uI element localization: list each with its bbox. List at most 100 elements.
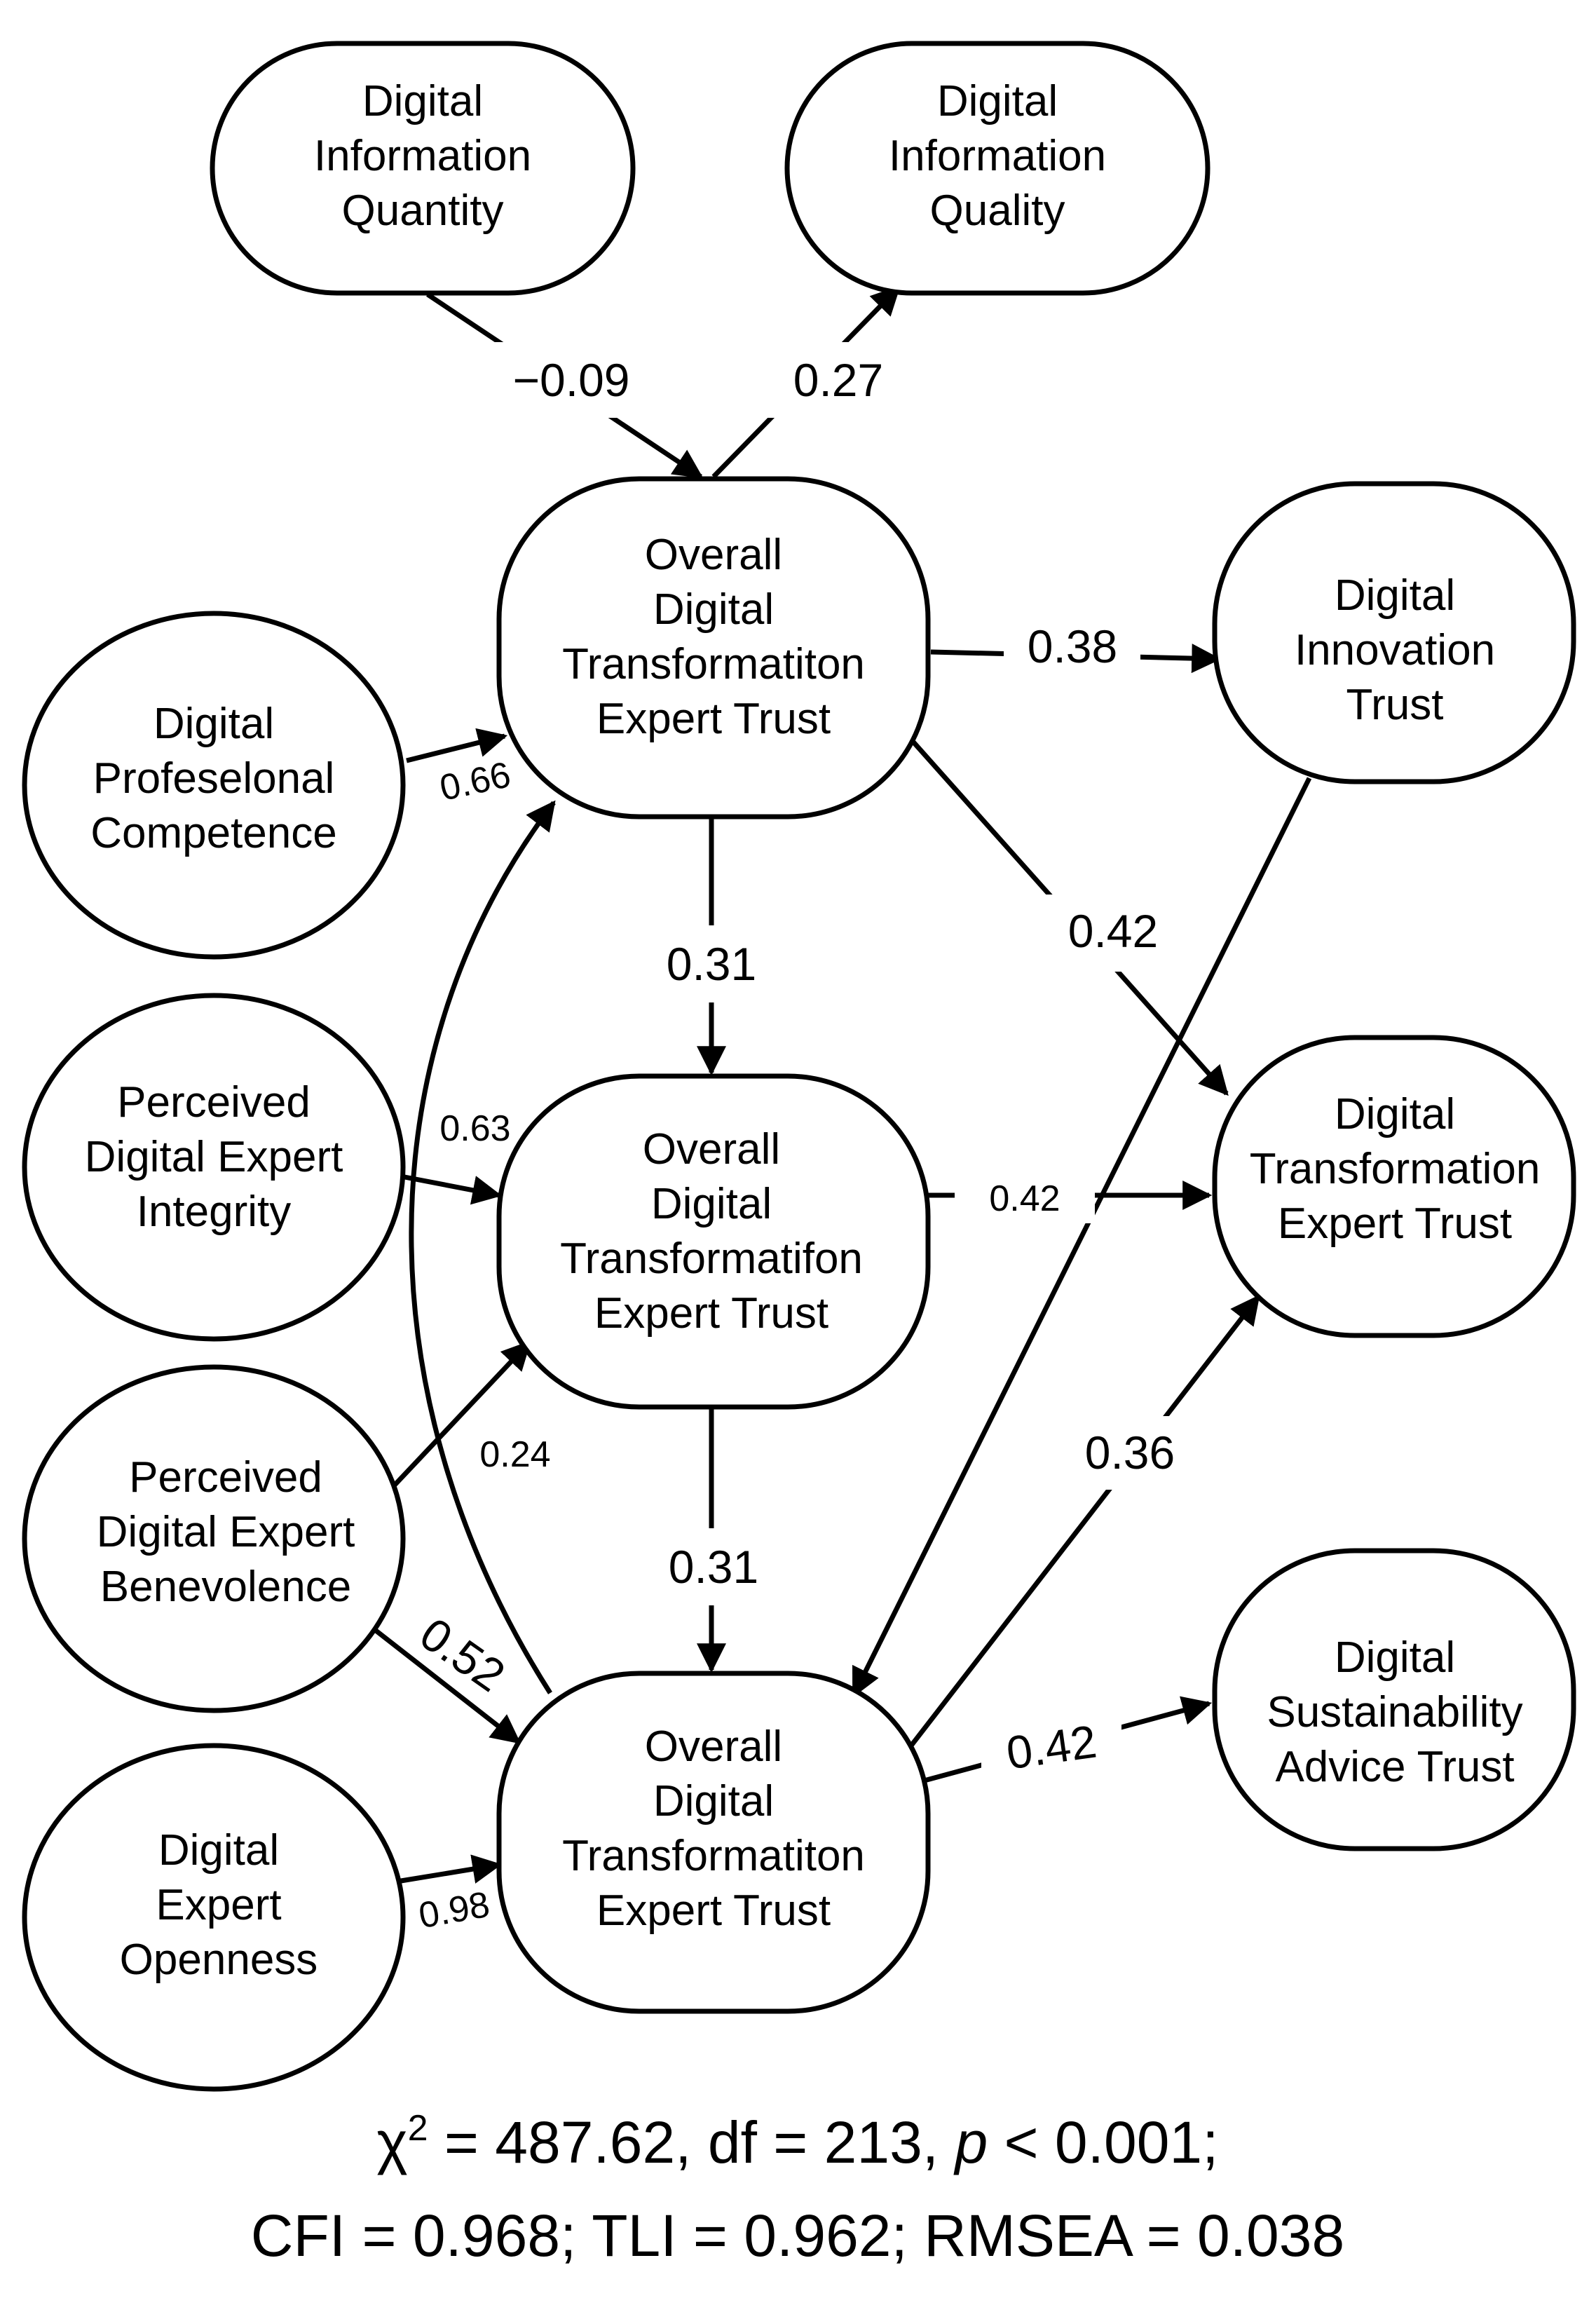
node-label-line: Perceived — [129, 1453, 322, 1502]
coef-mid-to-transformation: 0.42 — [989, 1178, 1060, 1219]
fit-stats-line-2: CFI = 0.968; TLI = 0.962; RMSEA = 0.038 — [251, 2203, 1344, 2269]
node-label-line: Digital — [1335, 571, 1455, 620]
node-label-line: Digital — [1335, 1090, 1455, 1138]
node-label-line: Expert — [156, 1881, 281, 1929]
coef-quantity-to-top: −0.09 — [513, 354, 630, 406]
fit-stats-line-1: χ2 = 487.62, df = 213, p < 0.001; — [377, 2108, 1219, 2175]
node-label-line: Digital — [158, 1826, 279, 1875]
fit-stats-chi-value: = 487.62, df = 213, — [428, 2109, 955, 2175]
coef-top-to-quality: 0.27 — [793, 354, 883, 406]
coef-competence-to-top: 0.66 — [436, 754, 514, 809]
coef-bg — [1053, 1416, 1211, 1490]
node-label-line: Digital Expert — [85, 1133, 343, 1181]
node-label-line: Digital — [653, 585, 774, 634]
coef-integrity-to-mid: 0.63 — [439, 1108, 510, 1149]
path-openness-to-bot — [400, 1854, 503, 1884]
node-label-line: Transformatifon — [560, 1235, 863, 1283]
coef-bg — [981, 1711, 1121, 1784]
node-label-line: Digital Expert — [97, 1508, 355, 1556]
node-label-line: Trust — [1346, 681, 1444, 729]
node-label-line: Transformatiton — [562, 1832, 865, 1880]
node-label-line: Sustainability — [1267, 1688, 1522, 1736]
model-fit-statistics: χ2 = 487.62, df = 213, p < 0.001; CFI = … — [251, 2108, 1344, 2269]
node-label-line: Transformatiton — [562, 640, 865, 688]
node-label-line: Competence — [90, 809, 337, 857]
coef-bg — [1030, 895, 1192, 972]
coef-top-to-transformation: 0.42 — [1068, 905, 1158, 957]
coef-bg — [955, 1171, 1095, 1223]
coef-bot-to-sustainability: 0.42 — [1003, 1715, 1100, 1779]
fit-stats-p-value: < 0.001; — [988, 2109, 1218, 2175]
node-label-line: Integrity — [137, 1188, 292, 1236]
path-benevolence-to-mid — [385, 1340, 531, 1495]
node-label-line: Profeselonal — [93, 754, 335, 803]
node-label-line: Transformation — [1250, 1145, 1541, 1193]
node-label-line: Perceived — [117, 1078, 311, 1127]
coef-benevolence-to-bot: 0.52 — [411, 1607, 514, 1701]
node-label-line: Digital — [362, 77, 483, 125]
chi-symbol: χ — [377, 2109, 408, 2175]
node-label-line: Digital — [1335, 1633, 1455, 1682]
node-label-line: Expert Trust — [1278, 1199, 1512, 1248]
node-label-line: Expert Trust — [596, 1886, 831, 1935]
node-label-line: Advice Trust — [1275, 1743, 1514, 1791]
node-label-line: Quality — [930, 186, 1065, 235]
node-label-line: Overall — [643, 1125, 780, 1174]
path-benevolence-to-bot — [373, 1628, 521, 1744]
coef-benevolence-to-mid: 0.24 — [479, 1434, 550, 1475]
node-label-line: Information — [889, 132, 1106, 180]
coef-openness-to-bot: 0.98 — [416, 1884, 493, 1937]
node-label-line: Overall — [645, 1722, 782, 1771]
chi-superscript: 2 — [408, 2108, 428, 2149]
node-label-line: Digital — [653, 1777, 774, 1825]
node-label-line: Digital — [154, 700, 274, 748]
node-label-line: Digital — [651, 1180, 772, 1228]
coef-bg — [743, 342, 934, 418]
coef-bg — [457, 342, 688, 418]
node-label-line: Information — [314, 132, 531, 180]
coef-bot-to-transformation: 0.36 — [1085, 1427, 1175, 1478]
node-label-line: Overall — [645, 531, 782, 579]
node-label-line: Digital — [937, 77, 1058, 125]
node-label-line: Benevolence — [100, 1563, 352, 1611]
coef-bg — [634, 1528, 796, 1605]
node-label-line: Openness — [120, 1936, 318, 1984]
path-innovation-to-bot — [851, 777, 1312, 1698]
path-integrity-to-mid — [400, 1174, 503, 1205]
coef-mid-to-bot: 0.31 — [669, 1541, 758, 1593]
coef-bg — [645, 925, 778, 1002]
path-bot-to-transformation — [909, 1294, 1260, 1748]
coef-top-to-innovation: 0.38 — [1028, 620, 1117, 672]
p-symbol: p — [953, 2109, 988, 2175]
path-bot-curve-to-top — [409, 800, 556, 1694]
node-label-line: Quantity — [342, 186, 504, 235]
coef-top-to-mid: 0.31 — [667, 938, 756, 990]
path-coefficients: −0.09 0.27 0.38 0.66 0.31 0.42 0.63 0.42… — [411, 342, 1211, 1936]
